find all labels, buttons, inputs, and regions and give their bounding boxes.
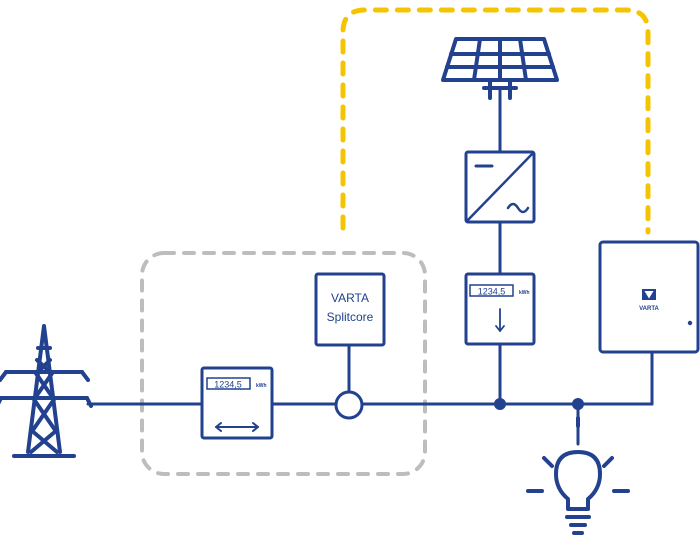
down-arrow-icon bbox=[495, 308, 505, 332]
data-link-dashed-yellow bbox=[340, 7, 651, 235]
pv-meter-reading: 1234,5 bbox=[478, 287, 506, 297]
pv-meter-unit: kWh bbox=[519, 290, 530, 296]
meter-display bbox=[206, 377, 251, 390]
meter-group-dashed-outline bbox=[140, 251, 427, 476]
storage-status-led bbox=[687, 320, 693, 326]
inverter-icon bbox=[464, 150, 536, 224]
storage-brand: VARTA bbox=[639, 306, 659, 312]
lightbulb-icon bbox=[526, 416, 630, 535]
pv-meter: 1234,5 kWh bbox=[464, 272, 536, 346]
junction-dot-load bbox=[572, 398, 584, 410]
main-meter: 1234,5 kWh bbox=[200, 366, 274, 440]
splitcore-sensor-ring bbox=[334, 390, 364, 420]
solar-panel-icon bbox=[441, 37, 559, 100]
pv-meter-display bbox=[469, 284, 514, 297]
battery-storage-unit: VARTA bbox=[598, 240, 700, 354]
bidirectional-arrow-icon bbox=[215, 422, 259, 432]
junction-dot-pv bbox=[494, 398, 506, 410]
meter-reading: 1234,5 bbox=[214, 380, 242, 390]
splitcore-brand: VARTA bbox=[331, 291, 369, 305]
varta-logo-icon bbox=[642, 289, 656, 300]
pylon-icon bbox=[0, 324, 93, 458]
meter-unit: kWh bbox=[256, 383, 267, 389]
splitcore-label: Splitcore bbox=[327, 310, 374, 324]
splitcore-module: VARTA Splitcore bbox=[314, 272, 386, 347]
